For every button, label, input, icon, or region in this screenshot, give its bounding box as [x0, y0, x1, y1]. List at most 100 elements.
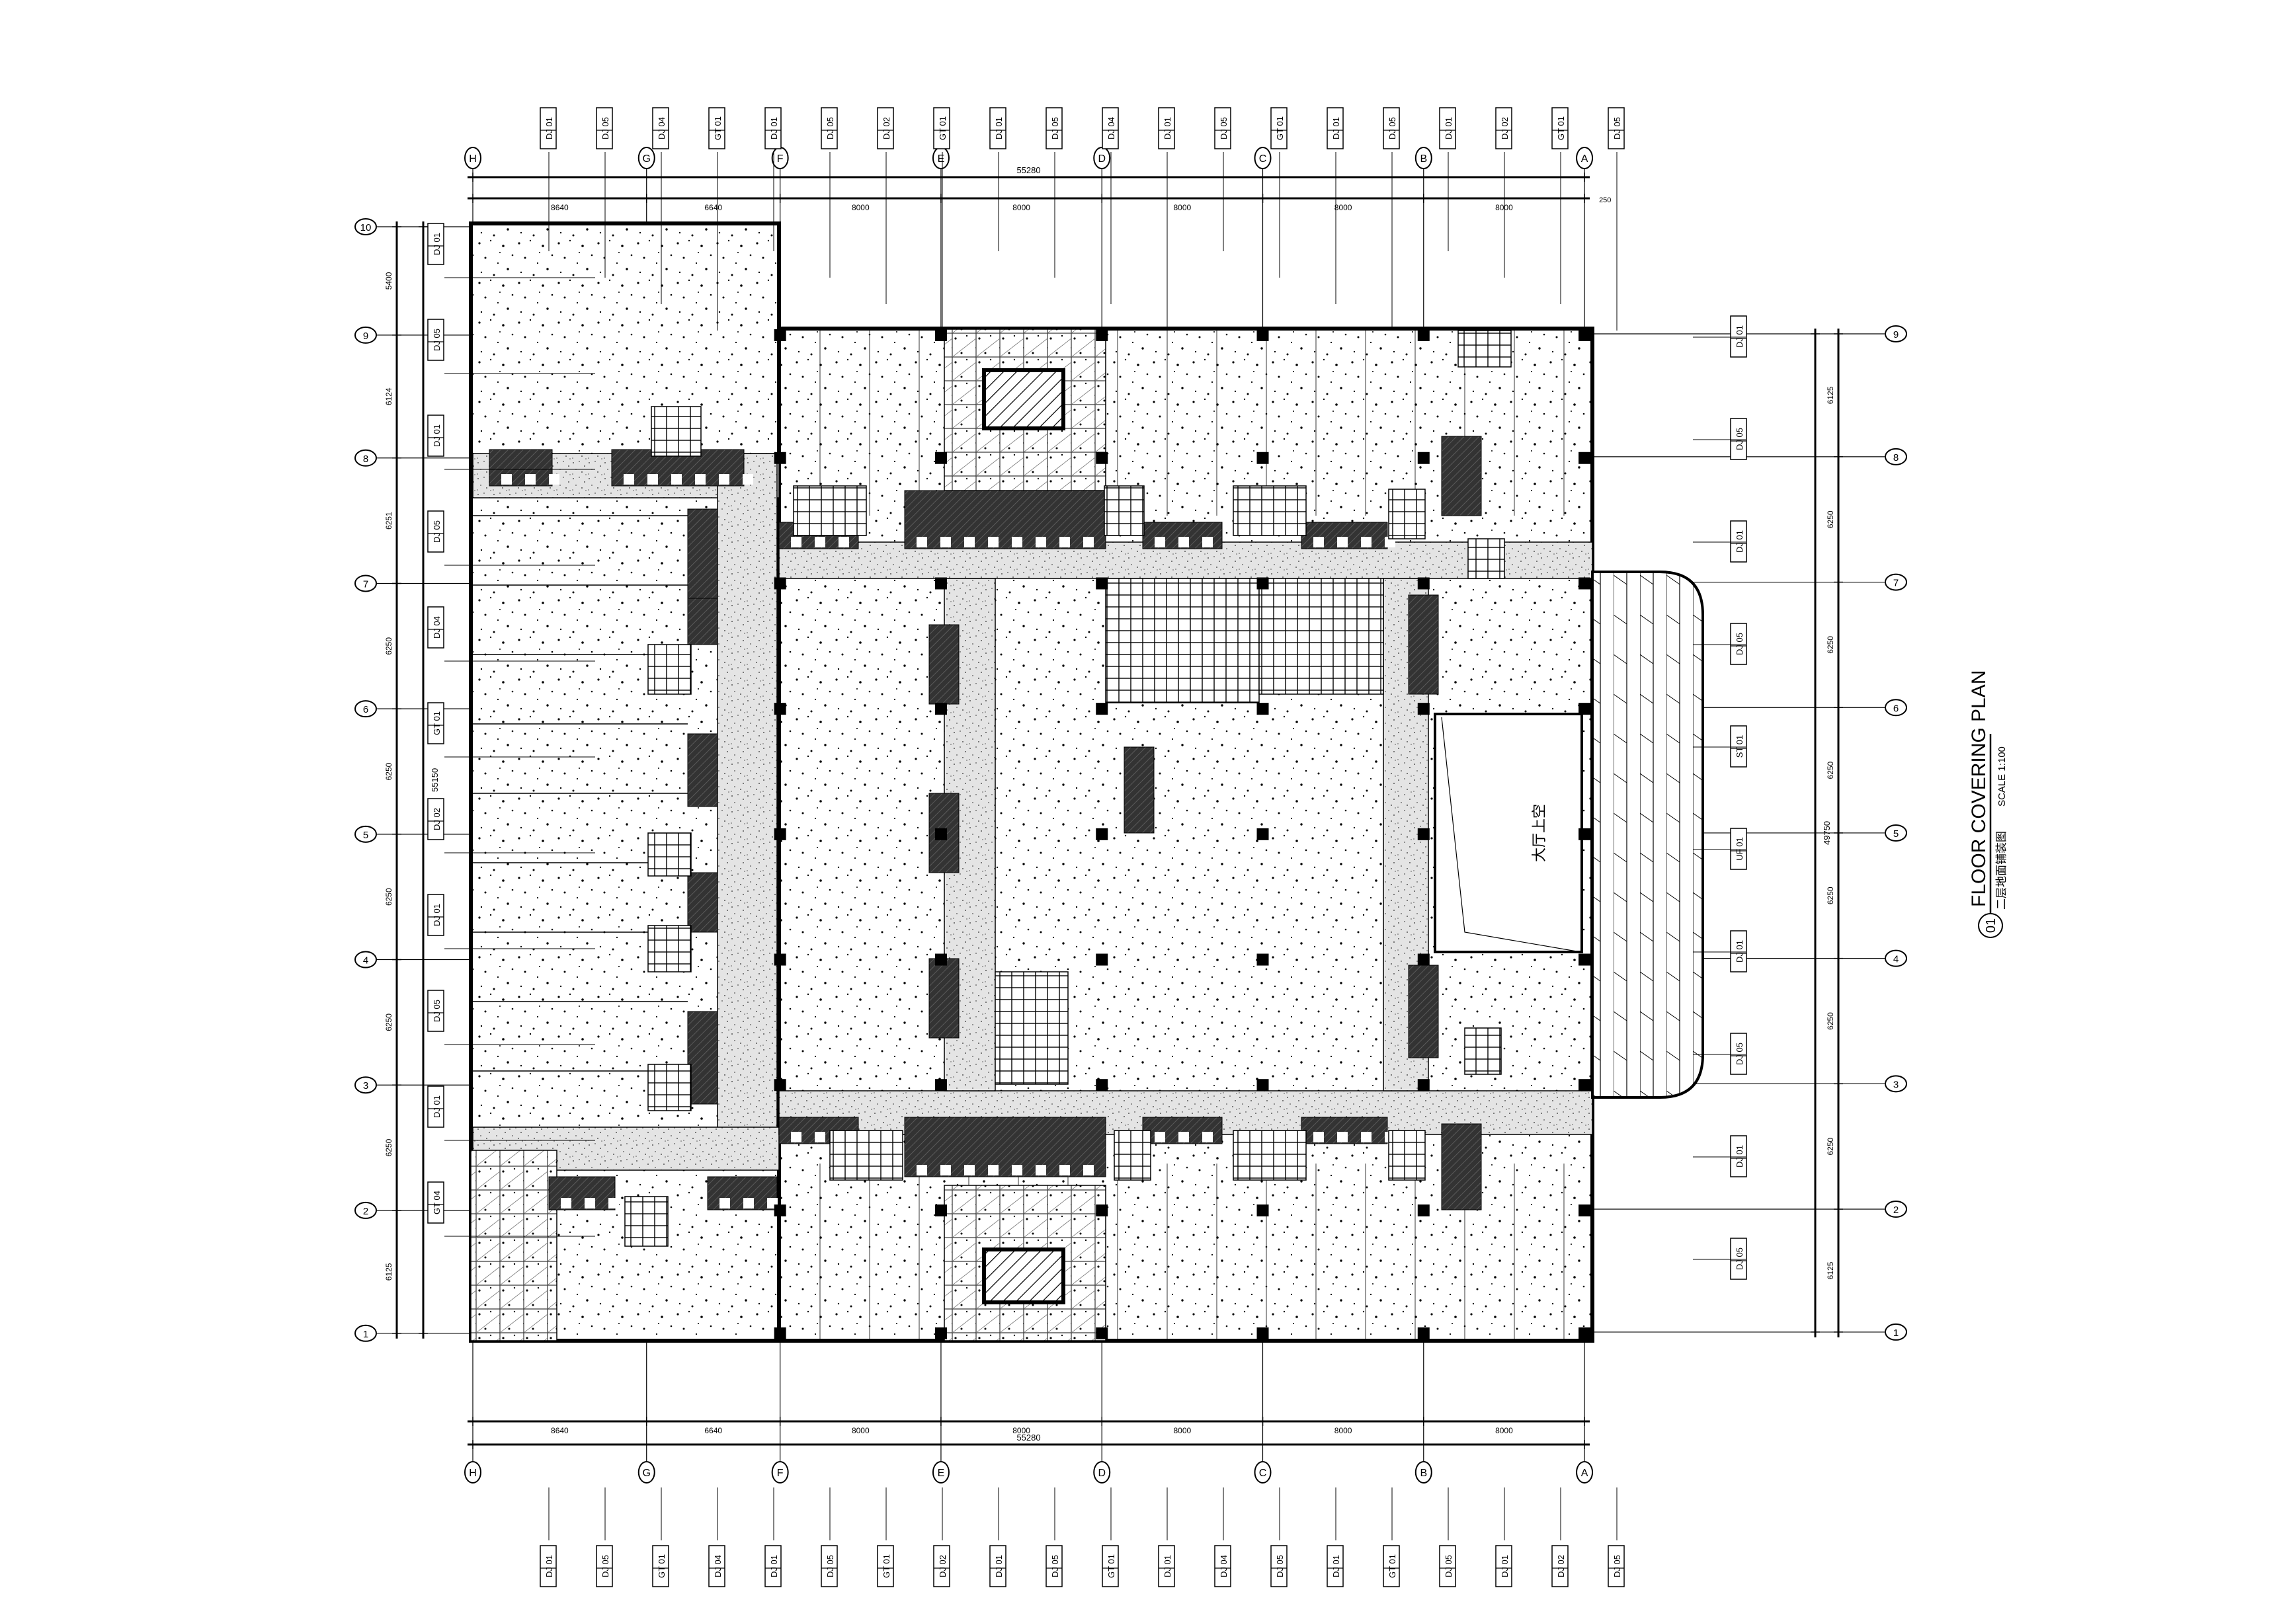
grid-label-row-2: 2 — [363, 1206, 368, 1217]
grid-bubble-row — [354, 218, 377, 235]
material-tag-top: DJ 01 — [1158, 107, 1175, 149]
grid-bubble-F — [771, 1461, 789, 1484]
dimension-total: 55280 — [1016, 1433, 1040, 1443]
structural-column — [1417, 953, 1430, 966]
dimension-total: 49750 — [1822, 821, 1832, 845]
grid-label-row-2: 2 — [1893, 1205, 1899, 1216]
structural-column — [1578, 577, 1591, 590]
grid-label-B: B — [1420, 153, 1427, 165]
material-tag-left: DJ 02 — [427, 798, 444, 840]
grid-bubble-row — [354, 1324, 377, 1342]
tag-box — [427, 319, 444, 361]
material-tag-top: GT 01 — [708, 107, 725, 149]
structural-column — [1096, 1204, 1108, 1216]
restroom-tile-area — [647, 1064, 692, 1111]
tag-box — [1327, 107, 1344, 149]
dimension-value: 8640 — [551, 203, 569, 212]
dimension-value: 6250 — [384, 1138, 393, 1156]
structural-column — [934, 828, 947, 840]
grid-bubble-H — [464, 1461, 481, 1484]
structural-column — [1417, 452, 1430, 464]
tag-box — [821, 107, 838, 149]
tag-code: DJ 01 — [544, 1555, 554, 1577]
tag-box — [989, 1545, 1006, 1587]
material-tag-top: DJ 05 — [596, 107, 613, 149]
structural-column — [1578, 452, 1591, 464]
checker-square — [1313, 537, 1324, 547]
grid-bubble-B — [1414, 1461, 1432, 1484]
structural-column — [1096, 329, 1108, 341]
tag-code: DJ 01 — [432, 424, 442, 447]
dimension-value: 6124 — [384, 387, 393, 405]
material-tag-bottom: DJ 05 — [1608, 1545, 1625, 1587]
tag-box — [1439, 1545, 1456, 1587]
structural-column — [934, 1079, 947, 1091]
material-tag-bottom: DJ 05 — [1439, 1545, 1456, 1587]
grid-label-row-1: 1 — [363, 1329, 368, 1340]
restroom-tile-area — [1464, 1027, 1502, 1075]
tag-code: DJ 01 — [432, 233, 442, 255]
material-tag-top: DJ 01 — [764, 107, 782, 149]
grid-label-row-3: 3 — [1893, 1079, 1899, 1090]
dimension-value: 6250 — [1826, 636, 1835, 654]
tag-code: DJ 05 — [1612, 1555, 1622, 1577]
grid-bubble-row — [354, 1076, 377, 1094]
tag-code: DJ 05 — [1275, 1555, 1285, 1577]
structural-column — [934, 329, 947, 341]
tag-code: GT 01 — [713, 116, 723, 140]
checker-square — [1012, 537, 1022, 547]
tag-code: DJ 01 — [432, 1095, 442, 1118]
dimension-value: 8640 — [551, 1426, 569, 1435]
grid-bubble-G — [637, 147, 655, 169]
tag-code: ST 01 — [1735, 735, 1744, 758]
dimension-value: 6250 — [1826, 1012, 1835, 1030]
structural-column — [774, 703, 786, 715]
tag-box — [1214, 1545, 1231, 1587]
tag-box — [652, 1545, 669, 1587]
checker-square — [1059, 537, 1070, 547]
dark-stone-band — [904, 1117, 1106, 1177]
grid-label-G: G — [643, 1468, 651, 1479]
grid-label-H: H — [469, 153, 477, 165]
tag-box — [764, 107, 782, 149]
tag-box — [1551, 107, 1569, 149]
material-tag-top: DJ 05 — [1214, 107, 1231, 149]
structural-column — [1096, 828, 1108, 840]
structural-column — [1096, 1079, 1108, 1091]
tag-code: GT 01 — [657, 1554, 667, 1578]
grid-label-row-1: 1 — [1893, 1327, 1899, 1339]
structural-column — [1256, 953, 1269, 966]
dimension-value: 6125 — [384, 1263, 393, 1281]
drawing-subtitle: 二层地面铺装图 — [1995, 831, 2008, 910]
material-tag-right: ST 01 — [1730, 725, 1747, 768]
grid-label-row-7: 7 — [1893, 578, 1899, 589]
checker-square — [647, 474, 658, 485]
tag-code: DJ 02 — [1500, 117, 1510, 139]
structural-column — [1578, 953, 1591, 966]
tag-box — [1730, 520, 1747, 563]
structural-column — [1256, 329, 1269, 341]
grid-label-row-10: 10 — [360, 222, 372, 233]
checker-square — [501, 474, 512, 485]
structural-column — [934, 452, 947, 464]
structural-column — [1578, 329, 1591, 341]
tag-code: DJ 01 — [1331, 117, 1341, 139]
tag-code: DJ 05 — [1735, 428, 1744, 450]
tag-box — [1730, 315, 1747, 358]
tag-box — [1495, 107, 1512, 149]
structural-column — [1096, 1327, 1108, 1339]
structural-column — [1417, 577, 1430, 590]
dimension-value: 8000 — [1495, 1426, 1513, 1435]
tag-box — [1730, 1033, 1747, 1075]
checker-square — [964, 537, 975, 547]
material-tag-bottom: DJ 05 — [821, 1545, 838, 1587]
grid-label-row-9: 9 — [1893, 329, 1899, 340]
tag-box — [1158, 1545, 1175, 1587]
grid-bubble-D — [1093, 147, 1111, 169]
tag-code: DJ 05 — [432, 1000, 442, 1022]
tag-code: DJ 05 — [825, 117, 835, 139]
checker-square — [1155, 1132, 1165, 1142]
tag-code: DJ 01 — [1735, 530, 1744, 553]
